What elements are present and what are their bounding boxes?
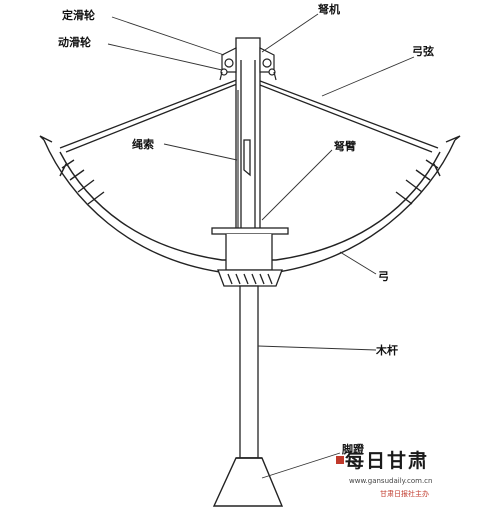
label-moving-pulley: 动滑轮	[58, 36, 91, 49]
pole-shaft	[239, 285, 259, 459]
stock-crossbar	[211, 227, 289, 287]
stirrup-base	[212, 457, 284, 507]
label-stock: 弩臂	[334, 140, 356, 153]
label-fixed-pulley: 定滑轮	[62, 9, 95, 22]
bowstring-line	[59, 75, 439, 153]
pulley-assembly	[219, 47, 277, 81]
watermark-url: www.gansudaily.com.cn	[349, 477, 433, 485]
label-rope: 绳索	[132, 138, 154, 151]
label-pole: 木杆	[376, 344, 398, 357]
label-trigger: 弩机	[318, 3, 340, 16]
watermark-logo-mark	[336, 456, 344, 464]
label-bowstring: 弓弦	[412, 45, 434, 58]
watermark-note: 甘肃日报社主办	[380, 490, 429, 498]
label-bow: 弓	[378, 270, 389, 283]
watermark-logo: 每日甘肃	[345, 450, 430, 472]
leader-lines	[107, 13, 415, 479]
label-stirrup: 脚蹬	[342, 443, 364, 456]
